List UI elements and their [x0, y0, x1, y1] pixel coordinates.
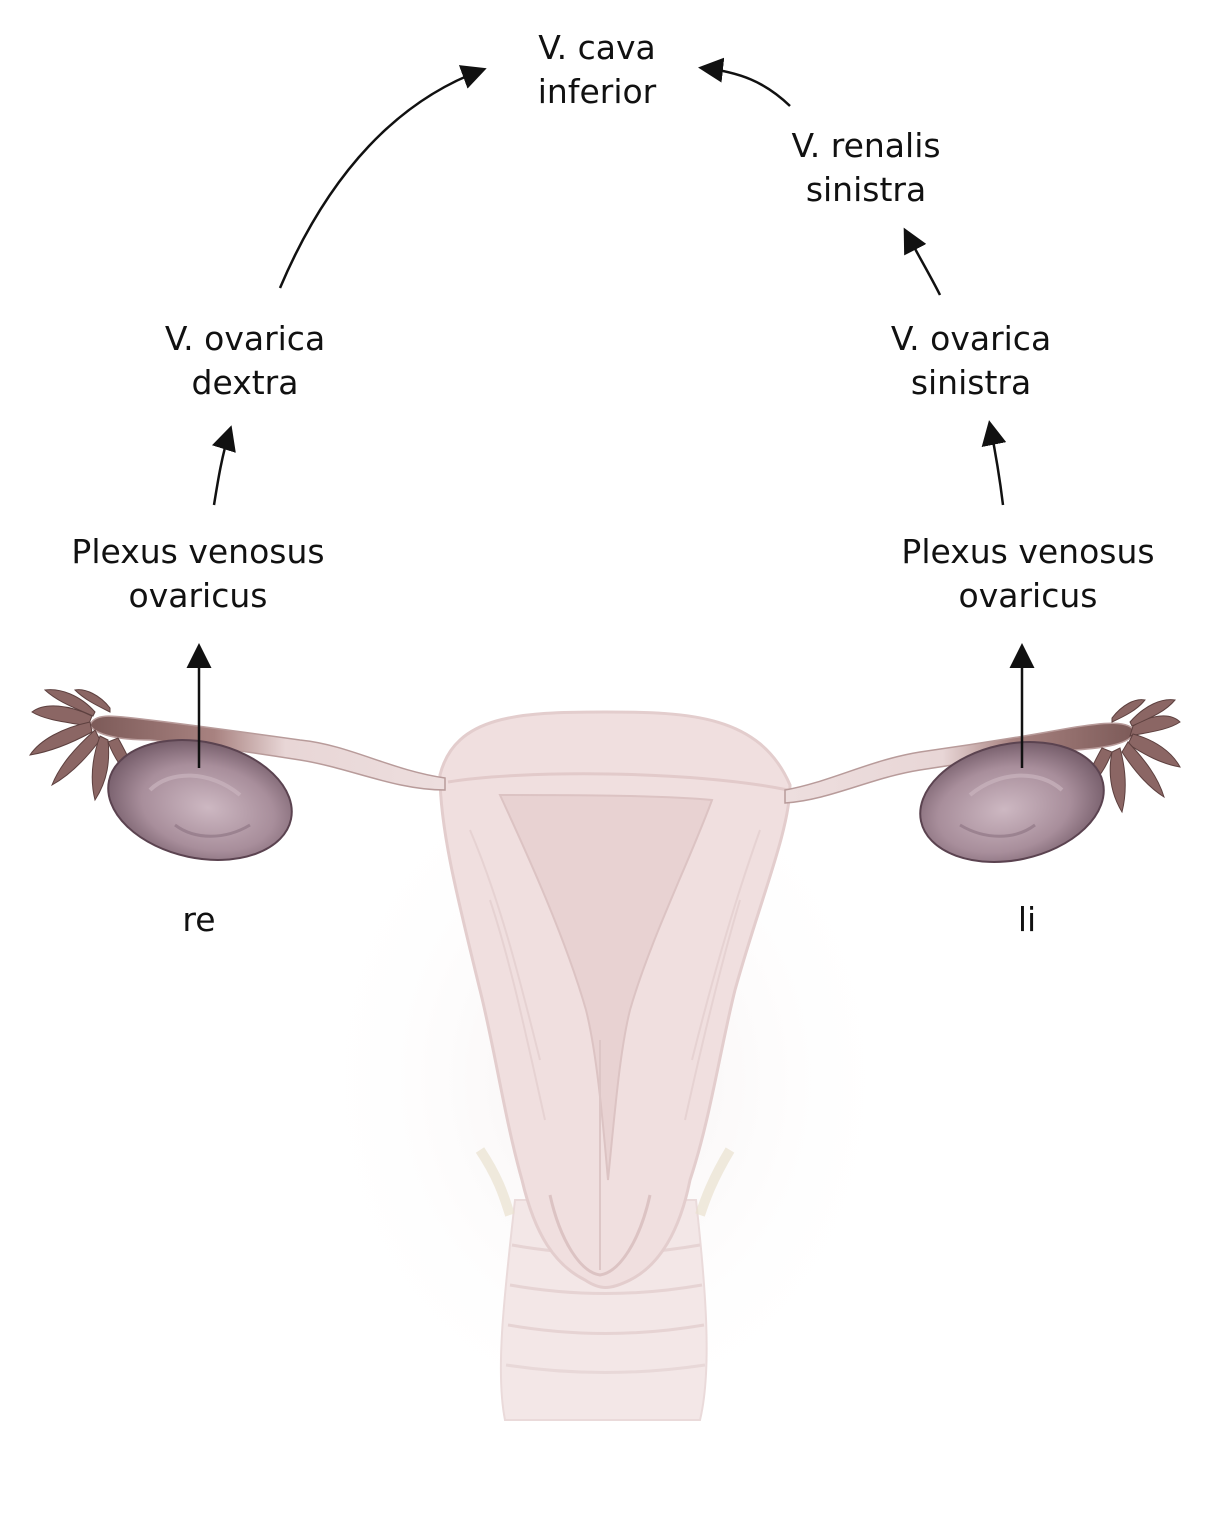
label-ovarica-sinistra-line2: sinistra — [910, 363, 1032, 402]
label-vena-cava-line1: V. cava — [538, 28, 656, 67]
label-renalis-line2: sinistra — [805, 170, 927, 209]
arrow-plexus-right-to-ovarica-dextra — [212, 425, 236, 506]
ovary-right — [107, 739, 293, 861]
label-plexus-left: Plexus venosus ovaricus — [901, 530, 1154, 618]
label-vena-cava-line2: inferior — [537, 72, 657, 111]
label-plexus-right-line1: Plexus venosus — [71, 532, 325, 571]
flow-arrows — [186, 57, 1035, 768]
label-plexus-left-line1: Plexus venosus — [901, 532, 1155, 571]
label-ovarica-dextra-line2: dextra — [191, 363, 299, 402]
uterus-shape — [438, 710, 792, 1289]
label-ovarica-sinistra-line1: V. ovarica — [890, 319, 1052, 358]
label-vena-ovarica-sinistra: V. ovarica sinistra — [891, 317, 1051, 405]
label-vena-renalis-sinistra: V. renalis sinistra — [791, 124, 940, 212]
label-side-left: li — [1017, 900, 1037, 939]
arrow-ovarica-sinistra-to-renalis — [903, 227, 942, 296]
arrow-ovarica-dextra-to-cava — [278, 65, 487, 289]
label-plexus-right: Plexus venosus ovaricus — [71, 530, 324, 618]
ligament-left-hint — [475, 1147, 515, 1217]
label-renalis-line1: V. renalis — [791, 126, 941, 165]
arrow-plexus-left-to-ovarica-sinistra — [981, 420, 1007, 506]
label-plexus-right-line2: ovaricus — [128, 576, 268, 615]
ovary-left — [919, 741, 1105, 863]
label-side-right: re — [182, 900, 216, 939]
label-vena-ovarica-dextra: V. ovarica dextra — [165, 317, 325, 405]
label-ovarica-dextra-line1: V. ovarica — [164, 319, 326, 358]
label-plexus-left-line2: ovaricus — [958, 576, 1098, 615]
ligament-right-hint — [695, 1147, 735, 1217]
label-vena-cava-inferior: V. cava inferior — [538, 26, 657, 114]
arrow-renalis-to-cava — [698, 57, 791, 107]
